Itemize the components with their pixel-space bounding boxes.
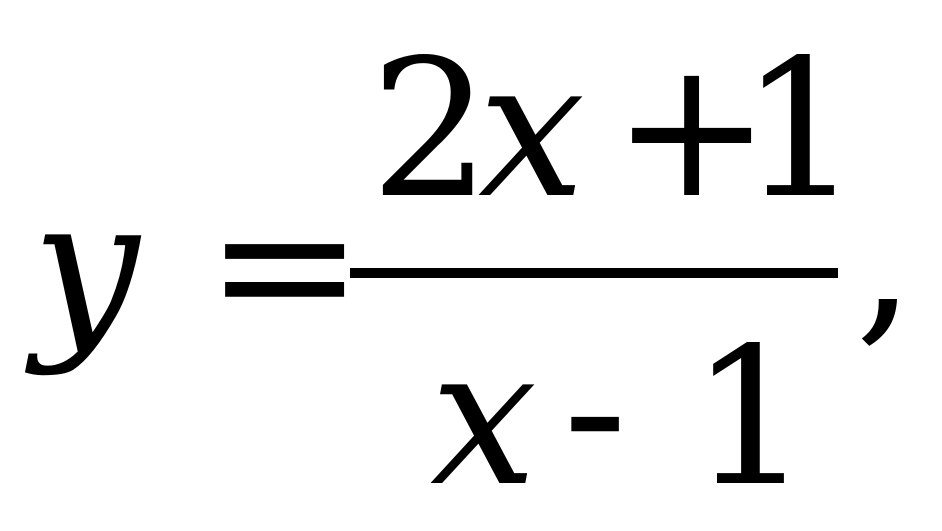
denominator-minus-operator: - [563, 299, 627, 520]
denominator-variable-x: x [430, 307, 537, 528]
numerator-variable-x: x [478, 19, 585, 240]
lhs-variable-y: y [24, 157, 142, 378]
denominator-constant: 1 [690, 307, 811, 528]
numerator-plus-operator: + [612, 19, 771, 240]
trailing-comma: , [855, 144, 915, 365]
numerator: 2 x + 1 [370, 19, 861, 240]
numerator-coefficient: 2 [370, 19, 491, 240]
denominator: x - 1 [430, 299, 811, 528]
numerator-constant: 1 [740, 19, 861, 240]
fraction-bar [350, 268, 838, 278]
equals-sign: = [205, 154, 364, 375]
